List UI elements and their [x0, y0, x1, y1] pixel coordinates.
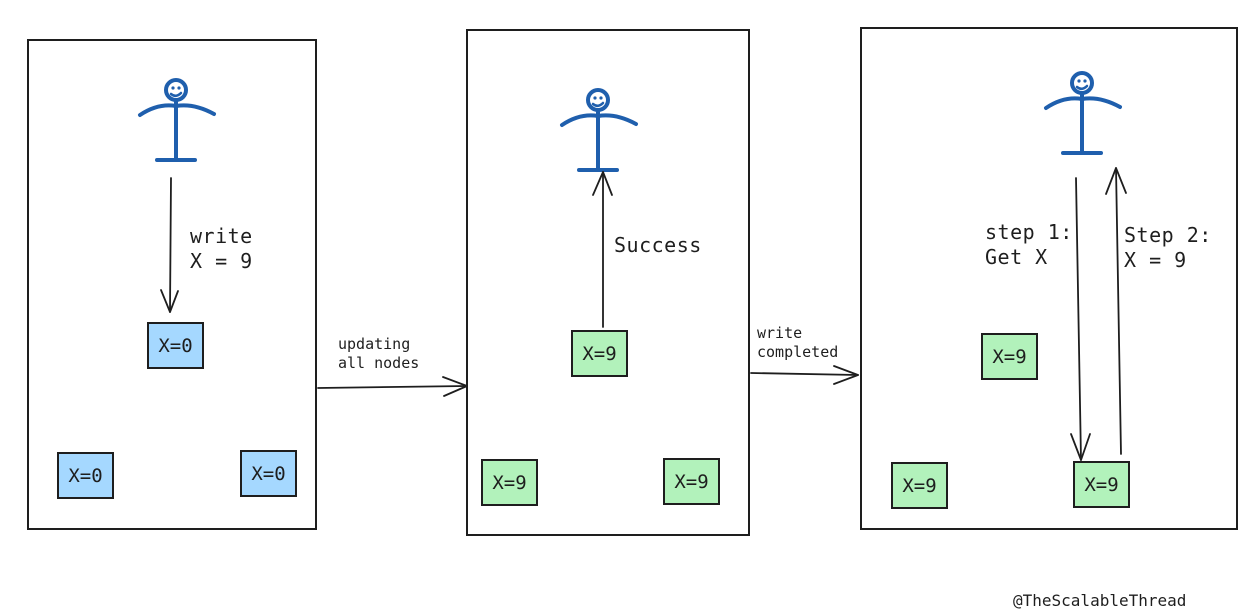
write-completed-arrow	[750, 365, 859, 385]
updating-arrow	[317, 376, 468, 397]
step2-label: Step 2: X = 9	[1124, 223, 1212, 272]
panel-read	[860, 27, 1238, 530]
replica-node-right: X=0	[240, 450, 297, 497]
node-top: X=9	[981, 333, 1038, 380]
success-label: Success	[614, 233, 702, 257]
primary-node: X=0	[147, 322, 204, 369]
replica-node-left: X=9	[481, 459, 538, 506]
write-completed-label: write completed	[757, 324, 839, 361]
write-label: write X = 9	[190, 224, 253, 273]
node-bottom-left: X=9	[891, 462, 948, 509]
watermark: @TheScalableThread	[1013, 591, 1187, 610]
step1-label: step 1: Get X	[985, 220, 1073, 269]
replica-node-left: X=0	[57, 452, 114, 499]
primary-node: X=9	[571, 330, 628, 377]
replica-node-right: X=9	[663, 458, 720, 505]
updating-label: updating all nodes	[338, 335, 420, 372]
node-bottom-right: X=9	[1073, 461, 1130, 508]
